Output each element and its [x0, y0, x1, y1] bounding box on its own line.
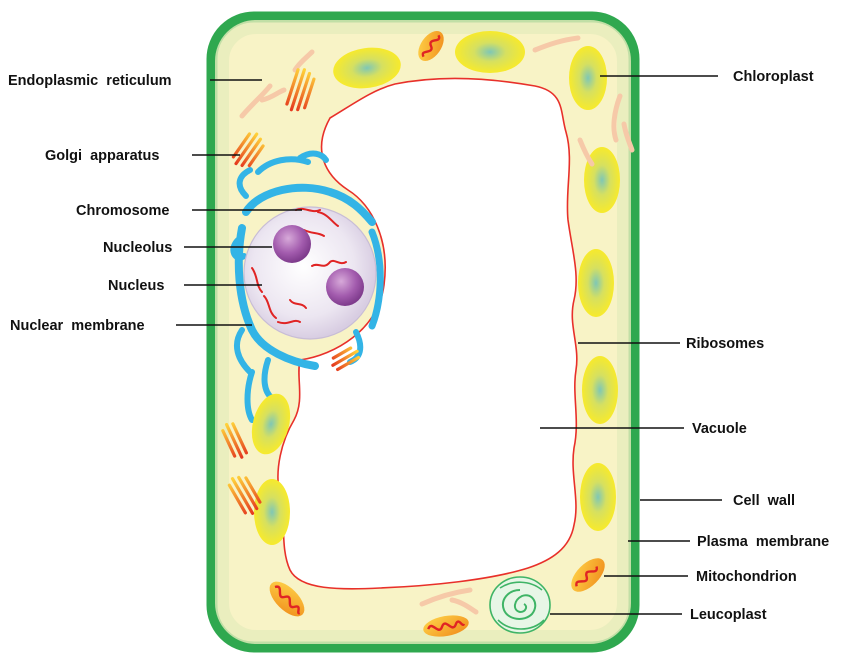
- label-leucoplast: Leucoplast: [690, 607, 767, 623]
- nucleolus: [273, 225, 311, 263]
- chloroplast: [569, 46, 607, 110]
- label-nucleolus: Nucleolus: [103, 240, 172, 256]
- nucleolus: [326, 268, 364, 306]
- label-mitochondrion: Mitochondrion: [696, 569, 797, 585]
- label-nucleus: Nucleus: [108, 278, 164, 294]
- label-plasma-membrane: Plasma membrane: [697, 534, 829, 550]
- label-endoplasmic-reticulum: Endoplasmic reticulum: [8, 73, 172, 89]
- chloroplast: [254, 479, 290, 545]
- label-chromosome: Chromosome: [76, 203, 169, 219]
- label-cell-wall: Cell wall: [733, 493, 795, 509]
- label-vacuole: Vacuole: [692, 421, 747, 437]
- chloroplast: [580, 463, 616, 531]
- chloroplast: [582, 356, 618, 424]
- label-chloroplast: Chloroplast: [733, 69, 814, 85]
- label-golgi-apparatus: Golgi apparatus: [45, 148, 159, 164]
- chloroplast: [455, 31, 525, 73]
- chloroplast: [578, 249, 614, 317]
- leucoplast: [490, 577, 550, 633]
- label-nuclear-membrane: Nuclear membrane: [10, 318, 145, 334]
- label-ribosomes: Ribosomes: [686, 336, 764, 352]
